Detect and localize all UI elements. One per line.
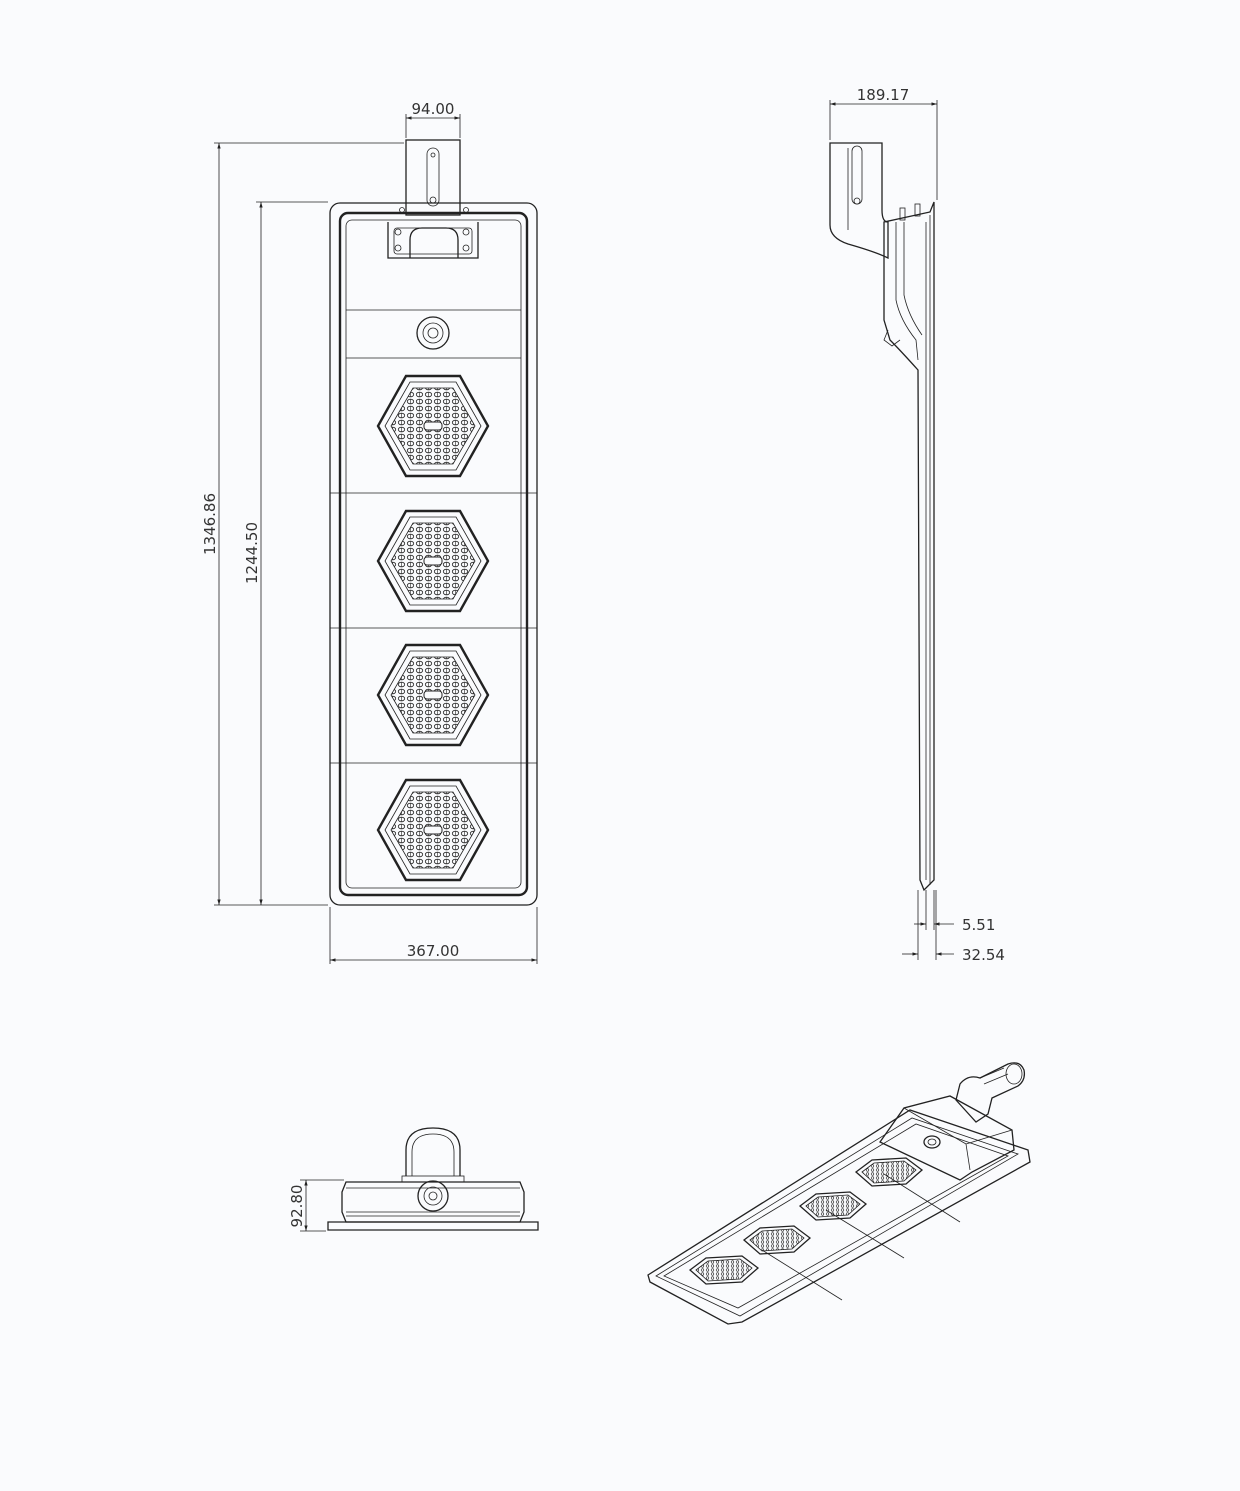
side-view: 189.17 5.51 32.54 bbox=[829, 86, 1005, 964]
iso-led-module-4 bbox=[854, 1157, 924, 1187]
dim-panel-thickness: 5.51 bbox=[914, 890, 995, 934]
led-module-1 bbox=[376, 374, 490, 478]
mount-width-label: 94.00 bbox=[412, 100, 455, 118]
side-depth-label: 189.17 bbox=[857, 86, 910, 104]
front-height-label: 92.80 bbox=[288, 1185, 306, 1228]
dim-side-depth: 189.17 bbox=[829, 86, 938, 200]
dim-edge-thickness: 32.54 bbox=[902, 890, 1005, 964]
panel-thickness-label: 5.51 bbox=[962, 916, 995, 934]
isometric-view bbox=[647, 1062, 1031, 1325]
dim-body-length: 1244.50 bbox=[243, 201, 328, 905]
top-view: 94.00 1346.86 1244.50 367.00 bbox=[201, 100, 538, 964]
iso-led-module-1 bbox=[688, 1255, 760, 1285]
iso-led-module-2 bbox=[742, 1225, 812, 1255]
edge-thickness-label: 32.54 bbox=[962, 946, 1005, 964]
body-length-label: 1244.50 bbox=[243, 522, 261, 584]
led-module-4 bbox=[376, 778, 490, 882]
led-module-2 bbox=[376, 509, 490, 613]
body-width-label: 367.00 bbox=[407, 942, 460, 960]
total-length-label: 1346.86 bbox=[201, 493, 219, 555]
dim-total-length: 1346.86 bbox=[201, 142, 404, 906]
end-view: 92.80 bbox=[288, 1127, 539, 1232]
dim-body-width: 367.00 bbox=[329, 907, 538, 964]
iso-led-module-3 bbox=[798, 1191, 868, 1221]
dim-mount-width: 94.00 bbox=[405, 100, 461, 138]
dim-front-height: 92.80 bbox=[288, 1179, 344, 1232]
led-module-3 bbox=[376, 643, 490, 747]
